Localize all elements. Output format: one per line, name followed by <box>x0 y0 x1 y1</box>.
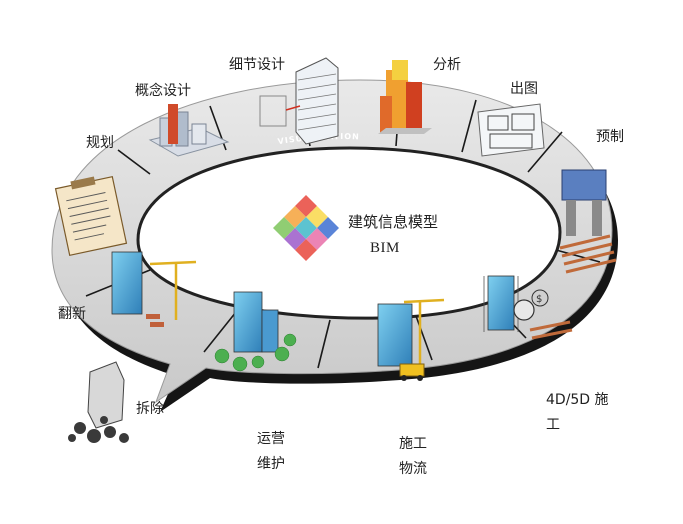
logistics-site-icon <box>377 298 445 381</box>
operation-building-icon <box>214 291 297 372</box>
floorplan-drawing-icon <box>477 103 545 157</box>
ring-surface: VISUALIZATION <box>51 79 613 404</box>
stage-label-logistics: 施工物流 <box>399 436 427 477</box>
bim-cube-logo <box>273 195 339 261</box>
stage-label-operation: 运营维护 <box>257 431 285 472</box>
concept-model-icon <box>148 104 230 157</box>
stage-label-prefab: 预制 <box>596 129 624 145</box>
stage-label-renovation: 翻新 <box>58 306 86 322</box>
renovation-site-icon <box>111 251 197 327</box>
center-subtitle: BIM <box>370 240 400 256</box>
construction-4d5d-icon: $ <box>483 275 573 340</box>
prefab-machine-icon <box>559 169 617 274</box>
stage-label-analysis: 分析 <box>433 57 461 73</box>
cube-facet <box>295 239 317 261</box>
analysis-tower-icon <box>378 60 432 134</box>
stage-label-detail: 细节设计 <box>229 57 285 73</box>
stage-label-drawings: 出图 <box>510 81 538 97</box>
stage-label-concept: 概念设计 <box>135 83 191 99</box>
demolition-rubble-icon <box>68 361 129 443</box>
center-title: 建筑信息模型 <box>348 213 439 231</box>
stage-label-demolition: 拆除 <box>136 401 164 417</box>
svg-text:$: $ <box>536 294 542 305</box>
detail-tower-icon <box>259 57 339 145</box>
stage-label-planning: 规划 <box>86 135 114 151</box>
stage-label-construction: 4D/5D 施工 <box>546 392 609 433</box>
clipboard-icon <box>54 176 128 256</box>
